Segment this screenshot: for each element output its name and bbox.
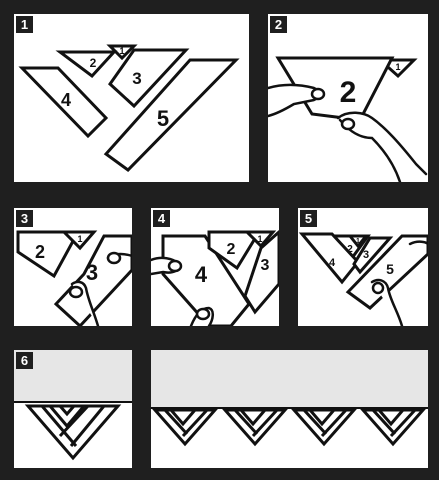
step-5-panel: 5 2 1 4 3 5 xyxy=(298,208,428,326)
step-2-illustration: 1 2 xyxy=(268,14,428,182)
step-2-panel: 2 1 2 xyxy=(268,14,428,182)
piece-4-label: 4 xyxy=(195,262,208,287)
piece-2-label: 2 xyxy=(347,244,353,255)
bunting-flag xyxy=(155,410,215,444)
step-5-illustration: 2 1 4 3 5 xyxy=(298,208,428,326)
piece-4-label: 4 xyxy=(329,257,336,269)
bunting-illustration xyxy=(151,350,428,468)
step-3-badge: 3 xyxy=(16,210,33,227)
piece-4-label: 4 xyxy=(61,90,71,110)
piece-5-label: 5 xyxy=(157,106,169,131)
step-6-badge: 6 xyxy=(16,352,33,369)
step-4-badge: 4 xyxy=(153,210,170,227)
step-1-badge: 1 xyxy=(16,16,33,33)
step-5-badge: 5 xyxy=(300,210,317,227)
piece-1-label: 1 xyxy=(395,62,400,72)
piece-2-label: 2 xyxy=(90,56,97,70)
piece-1-label: 1 xyxy=(356,238,360,245)
piece-5-label: 5 xyxy=(386,261,394,277)
step-6-panel: 6 xyxy=(14,350,132,468)
piece-3-label: 3 xyxy=(132,69,141,88)
finished-triangle xyxy=(28,406,118,458)
step-1-panel: 1 1 2 3 4 5 xyxy=(14,14,249,182)
piece-3-label: 3 xyxy=(363,249,369,261)
piece-2-label: 2 xyxy=(35,242,45,262)
piece-1-label: 1 xyxy=(257,234,262,244)
bunting-flag xyxy=(294,410,354,444)
step-4-illustration: 4 2 1 3 xyxy=(151,208,279,326)
step-3-panel: 3 2 1 3 xyxy=(14,208,132,326)
step-1-illustration: 1 2 3 4 5 xyxy=(14,14,249,182)
bunting-panel xyxy=(151,350,428,468)
piece-1-label: 1 xyxy=(77,234,82,244)
piece-2 xyxy=(60,52,114,76)
bunting-flag xyxy=(225,410,285,444)
piece-3-label: 3 xyxy=(261,257,270,274)
piece-3-label: 3 xyxy=(86,260,98,285)
piece-1-label: 1 xyxy=(119,46,124,56)
bunting-flag xyxy=(363,410,423,444)
piece-2-label: 2 xyxy=(340,76,357,109)
fabric-strip xyxy=(151,350,428,408)
step-2-badge: 2 xyxy=(270,16,287,33)
piece-2-label: 2 xyxy=(227,241,236,258)
step-4-panel: 4 4 2 1 3 xyxy=(151,208,279,326)
